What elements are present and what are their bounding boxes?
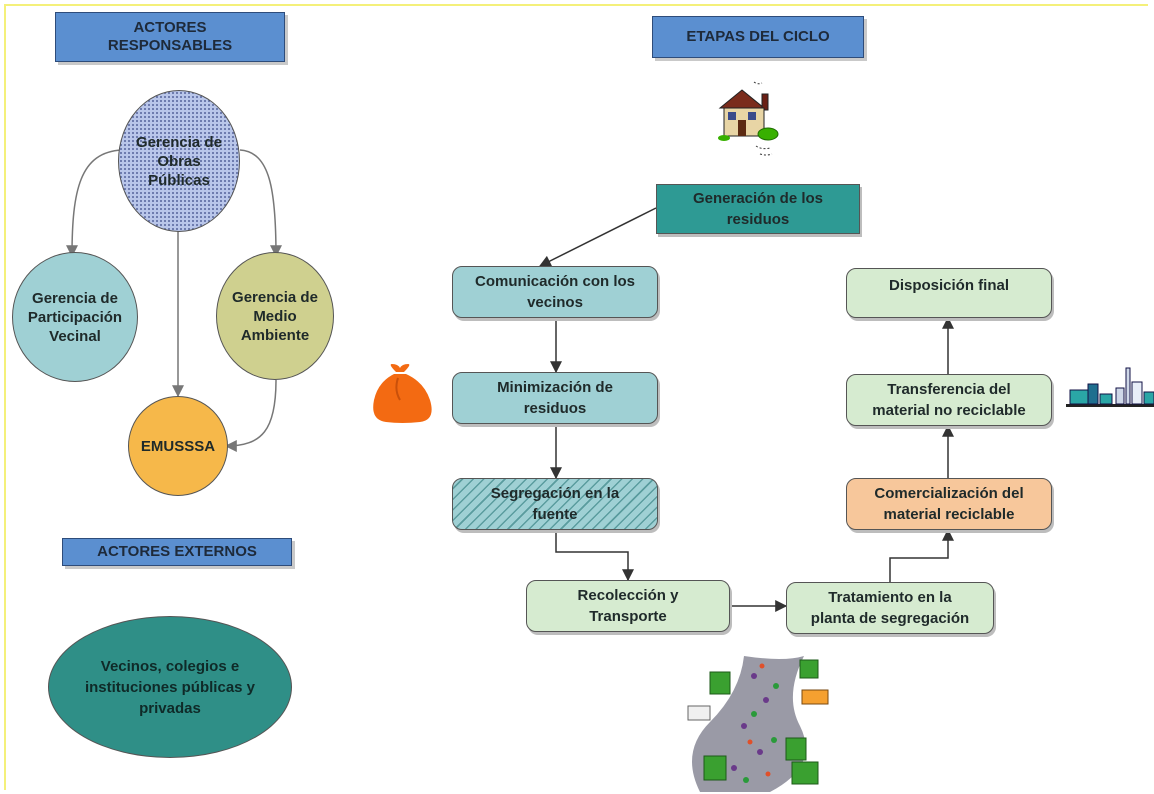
node-emusssa: EMUSSSA	[128, 396, 228, 496]
label-recoleccion: Recolección y Transporte	[577, 587, 679, 625]
label-tratamiento: Tratamiento en la planta de segregación	[810, 589, 970, 627]
stage-comunicacion-vecinos: Comunicación con los vecinos	[452, 266, 658, 318]
stage-recoleccion-transporte: Recolección y Transporte	[526, 580, 730, 632]
stage-minimizacion-residuos: Minimización de residuos	[452, 372, 658, 424]
label-participacion-vecinal: Gerencia de Participación Vecinal	[27, 289, 123, 345]
label-actores-externos: Vecinos, colegios e instituciones públic…	[84, 657, 256, 717]
arrow-segregacion-to-recoleccion	[555, 530, 634, 582]
header-etapas-del-ciclo: ETAPAS DEL CICLO	[652, 16, 864, 58]
arrow-generacion-to-comunicacion	[538, 207, 657, 267]
header-actores-externos-label: ACTORES EXTERNOS	[97, 543, 257, 560]
label-medio-ambiente: Gerencia de Medio Ambiente	[232, 288, 318, 344]
stage-segregacion-fuente: Segregación en la fuente	[452, 478, 658, 530]
waste-road-icon	[684, 656, 834, 792]
node-actores-externos: Vecinos, colegios e instituciones públic…	[48, 616, 292, 758]
factory-icon	[1066, 367, 1154, 407]
header-actores-responsables-label: ACTORES RESPONSABLES	[107, 19, 233, 54]
header-actores-externos: ACTORES EXTERNOS	[62, 538, 292, 566]
label-minimizacion: Minimización de residuos	[497, 379, 613, 417]
arrow-obras-to-participacion	[66, 149, 123, 258]
label-generacion: Generación de los residuos	[692, 190, 824, 228]
stage-comercializacion: Comercialización del material reciclable	[846, 478, 1052, 530]
stage-transferencia: Transferencia del material no reciclable	[846, 374, 1052, 426]
label-emusssa: EMUSSSA	[140, 437, 216, 455]
stage-disposicion-final: Disposición final	[846, 268, 1052, 318]
stage-tratamiento-planta: Tratamiento en la planta de segregación	[786, 582, 994, 634]
label-comercializacion: Comercialización del material reciclable	[874, 485, 1024, 523]
label-segregacion: Segregación en la fuente	[490, 485, 620, 523]
label-obras-publicas: Gerencia de Obras Públicas	[136, 133, 222, 189]
label-comunicacion: Comunicación con los vecinos	[474, 273, 636, 311]
node-gerencia-obras-publicas: Gerencia de Obras Públicas	[118, 90, 240, 232]
arrow-medioambiente-to-emusssa	[224, 379, 277, 452]
label-disposicion: Disposición final	[888, 277, 1009, 294]
stage-generacion-residuos: Generación de los residuos	[656, 184, 860, 234]
arrow-tratamiento-to-comercializacion	[889, 528, 954, 582]
arrow-obras-to-medioambiente	[239, 149, 282, 258]
header-etapas-label: ETAPAS DEL CICLO	[686, 28, 830, 45]
page-frame	[4, 4, 1148, 790]
node-gerencia-participacion-vecinal: Gerencia de Participación Vecinal	[12, 252, 138, 382]
garbage-bag-icon	[373, 364, 432, 423]
header-actores-responsables: ACTORES RESPONSABLES	[55, 12, 285, 62]
label-transferencia: Transferencia del material no reciclable	[872, 381, 1026, 419]
house-icon	[718, 81, 779, 156]
node-gerencia-medio-ambiente: Gerencia de Medio Ambiente	[216, 252, 334, 380]
